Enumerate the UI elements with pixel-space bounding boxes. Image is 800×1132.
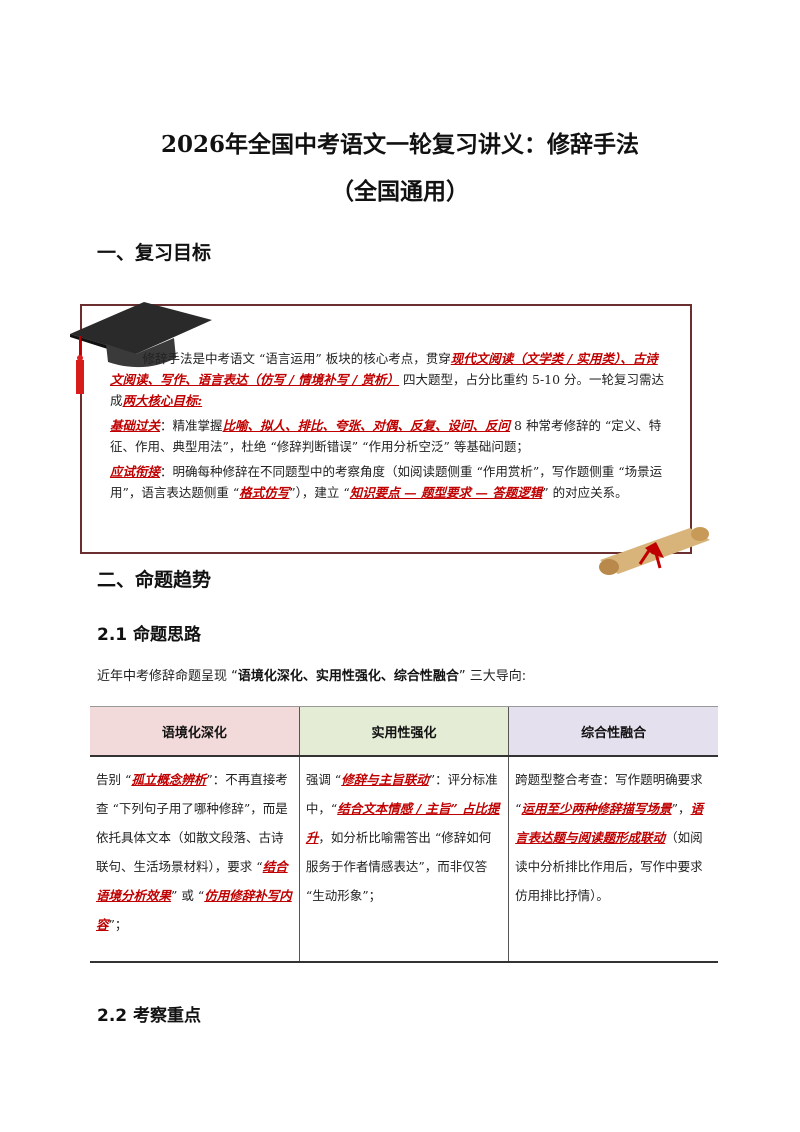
diploma-scroll-icon xyxy=(599,527,710,575)
table-header: 语境化深化 xyxy=(90,706,300,757)
page-title: 2026年全国中考语文一轮复习讲义：修辞手法 xyxy=(160,131,639,158)
table-header: 综合性融合 xyxy=(508,706,718,757)
subsection-heading-approach: 2.1 命题思路 xyxy=(97,625,202,645)
section-heading-goals: 一、复习目标 xyxy=(97,242,212,264)
subsection-heading-focus: 2.2 考察重点 xyxy=(97,1006,202,1026)
goal-paragraph-1: 修辞手法是中考语文 “语言运用” 板块的核心考点，贯穿现代文阅读（文学类 / 实… xyxy=(110,351,665,408)
goal-paragraph-2: 基础过关：精准掌握比喻、拟人、排比、夸张、对偶、反复、设问、反问 8 种常考修辞… xyxy=(110,418,662,454)
goal-paragraph-3: 应试衔接：明确每种修辞在不同题型中的考察角度（如阅读题侧重 “作用赏析”，写作题… xyxy=(110,464,663,500)
table-header: 实用性强化 xyxy=(298,706,509,757)
trend-table: 语境化深化 实用性强化 综合性融合 告别 “孤立概念辨析”：不再直接考查 “下列… xyxy=(90,706,718,963)
table-cell: 强调 “修辞与主旨联动”：评分标准中，“结合文本情感 / 主旨” 占比提升，如分… xyxy=(298,756,509,963)
intro-text: 近年中考修辞命题呈现 “语境化深化、实用性强化、综合性融合” 三大导向: xyxy=(97,669,527,684)
table-row: 告别 “孤立概念辨析”：不再直接考查 “下列句子用了哪种修辞”，而是依托具体文本… xyxy=(90,756,718,963)
page-subtitle: （全国通用） xyxy=(331,178,469,205)
graduation-cap-icon xyxy=(70,302,212,394)
goal-box xyxy=(80,304,692,554)
section-heading-trends: 二、命题趋势 xyxy=(97,569,212,591)
table-cell: 跨题型整合考查：写作题明确要求 “运用至少两种修辞描写场景”，语言表达题与阅读题… xyxy=(508,756,718,963)
table-cell: 告别 “孤立概念辨析”：不再直接考查 “下列句子用了哪种修辞”，而是依托具体文本… xyxy=(90,756,300,963)
table-header-row: 语境化深化 实用性强化 综合性融合 xyxy=(90,706,718,757)
goal-text: 修辞手法是中考语文 “语言运用” 板块的核心考点，贯穿现代文阅读（文学类 / 实… xyxy=(110,348,666,507)
